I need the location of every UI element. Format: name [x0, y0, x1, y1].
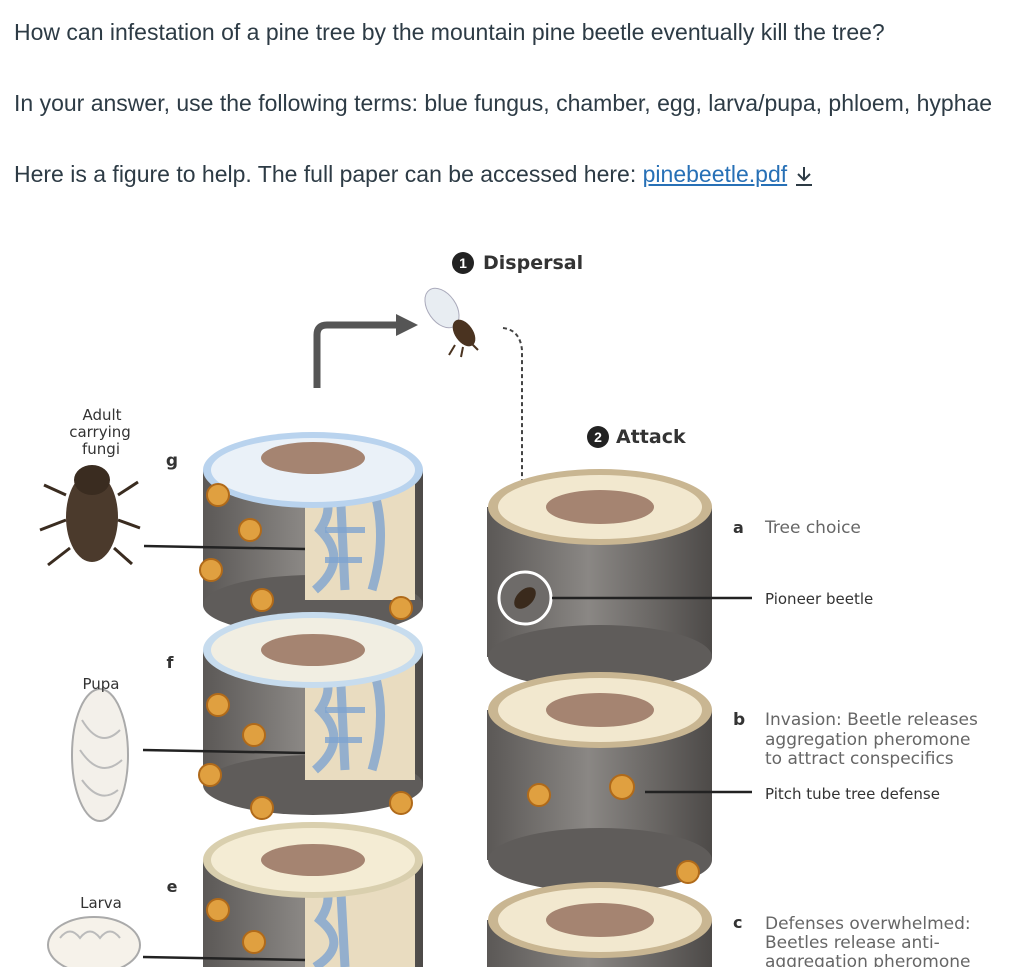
dispersal-dotted-path	[502, 327, 523, 560]
download-icon[interactable]	[793, 164, 815, 188]
label-a-text: Tree choice	[764, 518, 861, 538]
log-segment-e	[203, 822, 423, 967]
attack-segment-a	[487, 469, 712, 689]
flying-beetle-icon	[424, 287, 479, 358]
label-b-text-1: Invasion: Beetle releases	[765, 710, 978, 730]
pioneer-beetle-label: Pioneer beetle	[765, 590, 873, 608]
pitch-tubes-left	[198, 483, 413, 954]
question-line-2: In your answer, use the following terms:…	[14, 90, 993, 116]
letter-f: f	[167, 653, 175, 672]
label-c-text-1: Defenses overwhelmed:	[765, 914, 971, 934]
label-c-text-3: aggregation pheromone	[765, 952, 971, 967]
adult-label-2: carrying	[69, 423, 131, 441]
question-line-1: How can infestation of a pine tree by th…	[14, 19, 885, 45]
pitch-tube-label: Pitch tube tree defense	[765, 785, 940, 803]
larva-icon	[47, 916, 141, 967]
label-c-text-2: Beetles release anti-	[765, 933, 940, 953]
label-b-text-3: to attract conspecifics	[765, 749, 954, 769]
label-b-text-2: aggregation pheromone	[765, 730, 971, 750]
adult-label-1: Adult	[82, 406, 121, 424]
pine-beetle-figure: 1 Dispersal 2 Attack	[39, 252, 978, 967]
label-a-letter: a	[733, 518, 744, 537]
dispersal-arrow	[313, 321, 400, 388]
step2-number: 2	[594, 429, 602, 445]
log-segment-f	[203, 612, 423, 815]
pdf-link[interactable]: pinebeetle.pdf	[642, 161, 788, 187]
label-c-letter: c	[733, 913, 742, 932]
pupa-label: Pupa	[82, 675, 119, 693]
step-dispersal: 1 Dispersal	[452, 252, 583, 274]
letter-g: g	[166, 451, 178, 471]
step2-label: Attack	[616, 426, 686, 448]
step1-label: Dispersal	[483, 252, 583, 274]
attack-segment-b	[487, 672, 712, 892]
label-b-letter: b	[733, 710, 745, 730]
larva-label: Larva	[80, 894, 122, 912]
step-attack: 2 Attack	[587, 426, 686, 448]
letter-e: e	[167, 877, 178, 896]
leader-lines	[142, 544, 752, 962]
attack-segment-c	[487, 882, 712, 967]
question-line-3: Here is a figure to help. The full paper…	[14, 160, 815, 188]
pupa-icon	[71, 688, 129, 822]
help-text: Here is a figure to help. The full paper…	[14, 161, 643, 187]
attacked-log	[487, 469, 712, 967]
step1-number: 1	[459, 255, 467, 271]
dispersal-arrow-head	[396, 314, 418, 336]
infested-log	[198, 432, 423, 967]
adult-label-3: fungi	[82, 440, 120, 458]
adult-beetle-icon	[39, 465, 141, 567]
